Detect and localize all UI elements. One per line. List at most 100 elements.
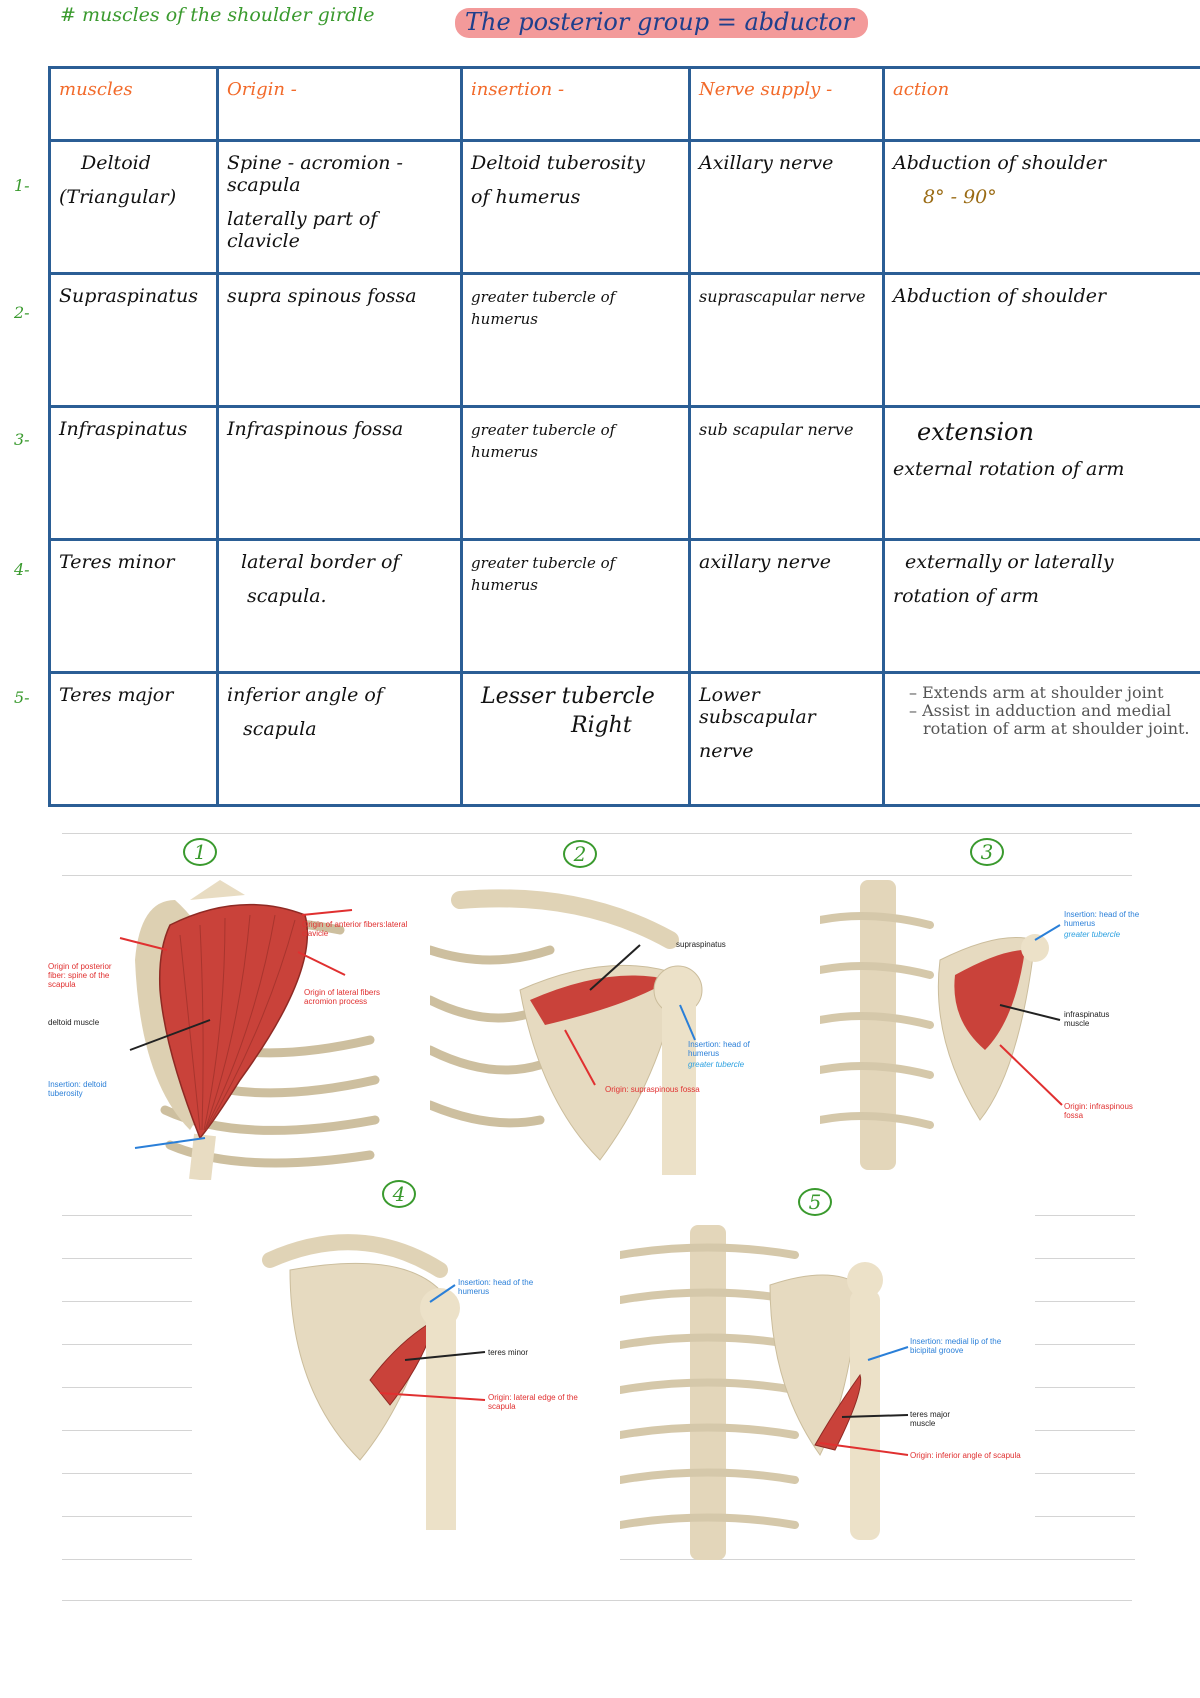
teres-minor-illustration	[262, 1234, 486, 1530]
ruled-line	[620, 1559, 1135, 1560]
row-number: 5-	[14, 688, 30, 707]
ruled-line	[62, 1516, 192, 1517]
origin-text: Spine - acromion - scapula	[227, 152, 403, 196]
figure-number: 4	[382, 1180, 416, 1208]
figure-number: 2	[563, 840, 597, 868]
nerve-text-2: nerve	[699, 740, 754, 762]
abduction-range: 8° - 90°	[923, 186, 997, 208]
nerve-text: Lower subscapular	[699, 684, 816, 728]
action-text: extension	[917, 418, 1034, 446]
ruled-line	[1035, 1516, 1135, 1517]
ruled-line	[62, 1559, 192, 1560]
insertion-text: Lesser tubercle	[481, 684, 655, 709]
nerve-text: Axillary nerve	[699, 152, 834, 174]
posterior-origin-label: Origin of posterior fiber: spine of the …	[48, 962, 112, 989]
origin-text: supra spinous fossa	[227, 285, 417, 307]
ruled-line	[62, 1215, 192, 1216]
supraspinatus-origin-label: Origin: supraspinous fossa	[605, 1085, 700, 1094]
ruled-line	[62, 1258, 192, 1259]
insertion-handwritten-note: greater tubercle	[1064, 930, 1121, 939]
supraspinatus-label: supraspinatus	[676, 940, 726, 949]
muscle-cell: Teres major	[48, 671, 219, 807]
muscle-name: Infraspinatus	[59, 418, 188, 440]
header-muscles: muscles	[48, 66, 219, 142]
header-action: action	[882, 66, 1200, 142]
muscle-cell: Deltoid (Triangular)	[48, 139, 219, 275]
ruled-line	[1035, 1258, 1135, 1259]
action-cell: – Extends arm at shoulder joint – Assist…	[882, 671, 1200, 807]
ruled-line	[62, 1430, 192, 1431]
insertion-cell: greater tubercle of humerus	[460, 272, 691, 408]
insertion-text-2: of humerus	[471, 186, 581, 208]
lateral-origin-label: Origin of lateral fibers acromion proces…	[304, 988, 381, 1006]
deltoid-insertion-label: Insertion: deltoid tuberosity	[48, 1080, 107, 1098]
ruled-line	[62, 1473, 192, 1474]
row-number: 2-	[14, 303, 30, 322]
deltoid-muscle-label: deltoid muscle	[48, 1018, 100, 1027]
nerve-text: axillary nerve	[699, 551, 831, 573]
insertion-cell: greater tubercle of humerus	[460, 405, 691, 541]
insertion-handwritten-note: greater tubercle	[688, 1060, 745, 1069]
insertion-text: greater tubercle of humerus	[471, 288, 616, 328]
row-number: 3-	[14, 430, 30, 449]
infraspinatus-illustration	[816, 880, 1063, 1170]
origin-text-2: laterally part of clavicle	[227, 208, 378, 252]
nerve-cell: Lower subscapular nerve	[688, 671, 885, 807]
muscle-cell: Teres minor	[48, 538, 219, 674]
ruled-line	[62, 1387, 192, 1388]
figure-number: 5	[798, 1188, 832, 1216]
supraspinatus-illustration	[425, 889, 703, 1175]
teres-major-figure: Insertion: medial lip of the bicipital g…	[616, 1225, 1030, 1560]
section-title: The posterior group = abductor	[455, 8, 868, 38]
action-text: Abduction of shoulder	[893, 152, 1107, 174]
teres-major-label: teres major muscle	[910, 1410, 951, 1428]
muscle-table: muscles Origin - insertion - Nerve suppl…	[48, 66, 1200, 807]
row-number: 1-	[14, 176, 30, 195]
table-row: Supraspinatus supra spinous fossa greate…	[48, 272, 1200, 408]
action-text: Abduction of shoulder	[893, 285, 1107, 307]
insertion-note: Right	[571, 713, 632, 738]
insertion-cell: greater tubercle of humerus	[460, 538, 691, 674]
insertion-text: greater tubercle of humerus	[471, 554, 616, 594]
muscle-alias: (Triangular)	[59, 186, 177, 208]
deltoid-illustration	[119, 880, 380, 1182]
ruled-line	[62, 1344, 192, 1345]
teres-minor-label: teres minor	[488, 1348, 529, 1357]
teres-major-insertion-label: Insertion: medial lip of the bicipital g…	[910, 1337, 1002, 1355]
figure-number: 1	[183, 838, 217, 866]
nerve-text: sub scapular nerve	[699, 420, 854, 439]
supraspinatus-figure: supraspinatus Insertion: head of humerus…	[425, 880, 780, 1180]
muscle-name: Teres major	[59, 684, 174, 706]
origin-cell: supra spinous fossa	[216, 272, 463, 408]
ruled-line	[62, 1600, 1132, 1601]
ruled-line	[62, 875, 1132, 876]
row-number: 4-	[14, 560, 30, 579]
muscle-name: Teres minor	[59, 551, 175, 573]
teres-major-origin-label: Origin: inferior angle of scapula	[910, 1451, 1021, 1460]
table-header-row: muscles Origin - insertion - Nerve suppl…	[48, 66, 1200, 142]
page-heading: # muscles of the shoulder girdle	[60, 4, 375, 26]
nerve-cell: axillary nerve	[688, 538, 885, 674]
nerve-cell: sub scapular nerve	[688, 405, 885, 541]
origin-text: Infraspinous fossa	[227, 418, 404, 440]
action-bullet: – Extends arm at shoulder joint	[909, 683, 1164, 702]
table-row: Deltoid (Triangular) Spine - acromion - s…	[48, 139, 1200, 275]
muscle-name: Deltoid	[81, 152, 151, 174]
teres-minor-figure: Insertion: head of the humerus teres min…	[230, 1230, 590, 1530]
muscle-name: Supraspinatus	[59, 285, 199, 307]
insertion-text: greater tubercle of humerus	[471, 421, 616, 461]
origin-text: inferior angle of	[227, 684, 383, 706]
action-text-2: external rotation of arm	[893, 458, 1125, 480]
header-insertion: insertion -	[460, 66, 691, 142]
supraspinatus-insertion-label: Insertion: head of humerus	[688, 1040, 750, 1058]
ruled-line	[62, 1301, 192, 1302]
ruled-line	[1035, 1430, 1135, 1431]
anterior-origin-label: Origin of anterior fibers:lateral clavic…	[302, 920, 408, 938]
header-origin: Origin -	[216, 66, 463, 142]
